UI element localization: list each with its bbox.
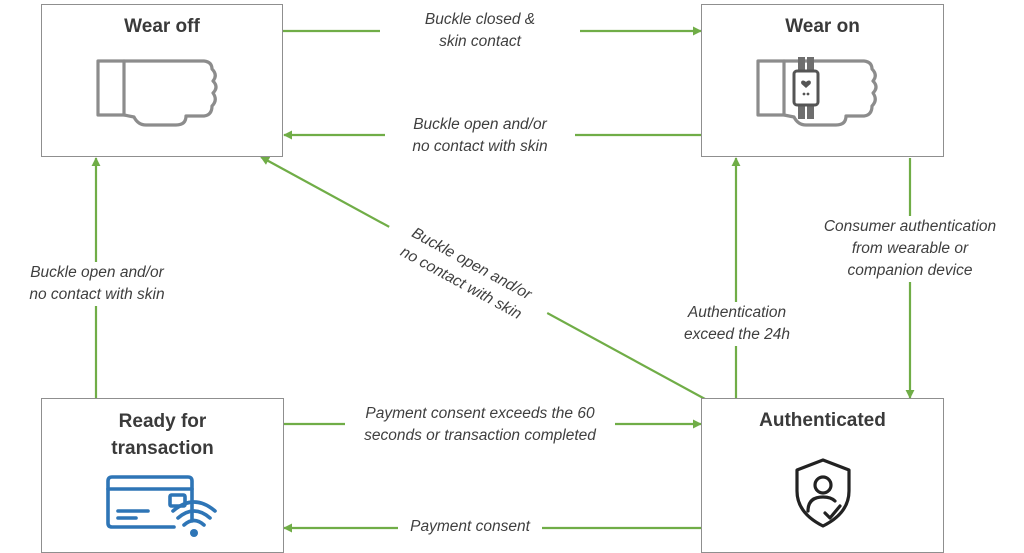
state-title: Wear off [124,16,200,37]
bare-wrist-icon [96,59,218,127]
state-title: Wear on [785,16,860,37]
state-ready-for-transaction: Ready for transaction [41,398,284,553]
state-title: Authenticated [759,410,886,431]
label-wearoff-to-wearon: Buckle closed & skin contact [380,9,580,53]
contactless-card-icon [106,475,217,537]
state-title-line1: Ready for [118,411,207,432]
state-wear-on: Wear on [701,4,944,157]
state-title-line2: transaction [111,438,214,459]
label-auth-to-ready: Payment consent [398,516,542,538]
shield-user-check-icon [795,458,851,528]
state-authenticated: Authenticated [701,398,944,553]
label-ready-to-wearoff: Buckle open and/or no contact with skin [4,262,190,306]
label-wearon-to-auth: Consumer authentication from wearable or… [805,216,1015,282]
state-wear-off: Wear off [41,4,283,157]
wrist-with-wearable-icon [756,57,878,127]
label-wearon-to-wearoff: Buckle open and/or no contact with skin [385,114,575,158]
label-auth-to-wearon: Authentication exceed the 24h [667,302,807,346]
label-ready-to-auth: Payment consent exceeds the 60 seconds o… [345,403,615,447]
